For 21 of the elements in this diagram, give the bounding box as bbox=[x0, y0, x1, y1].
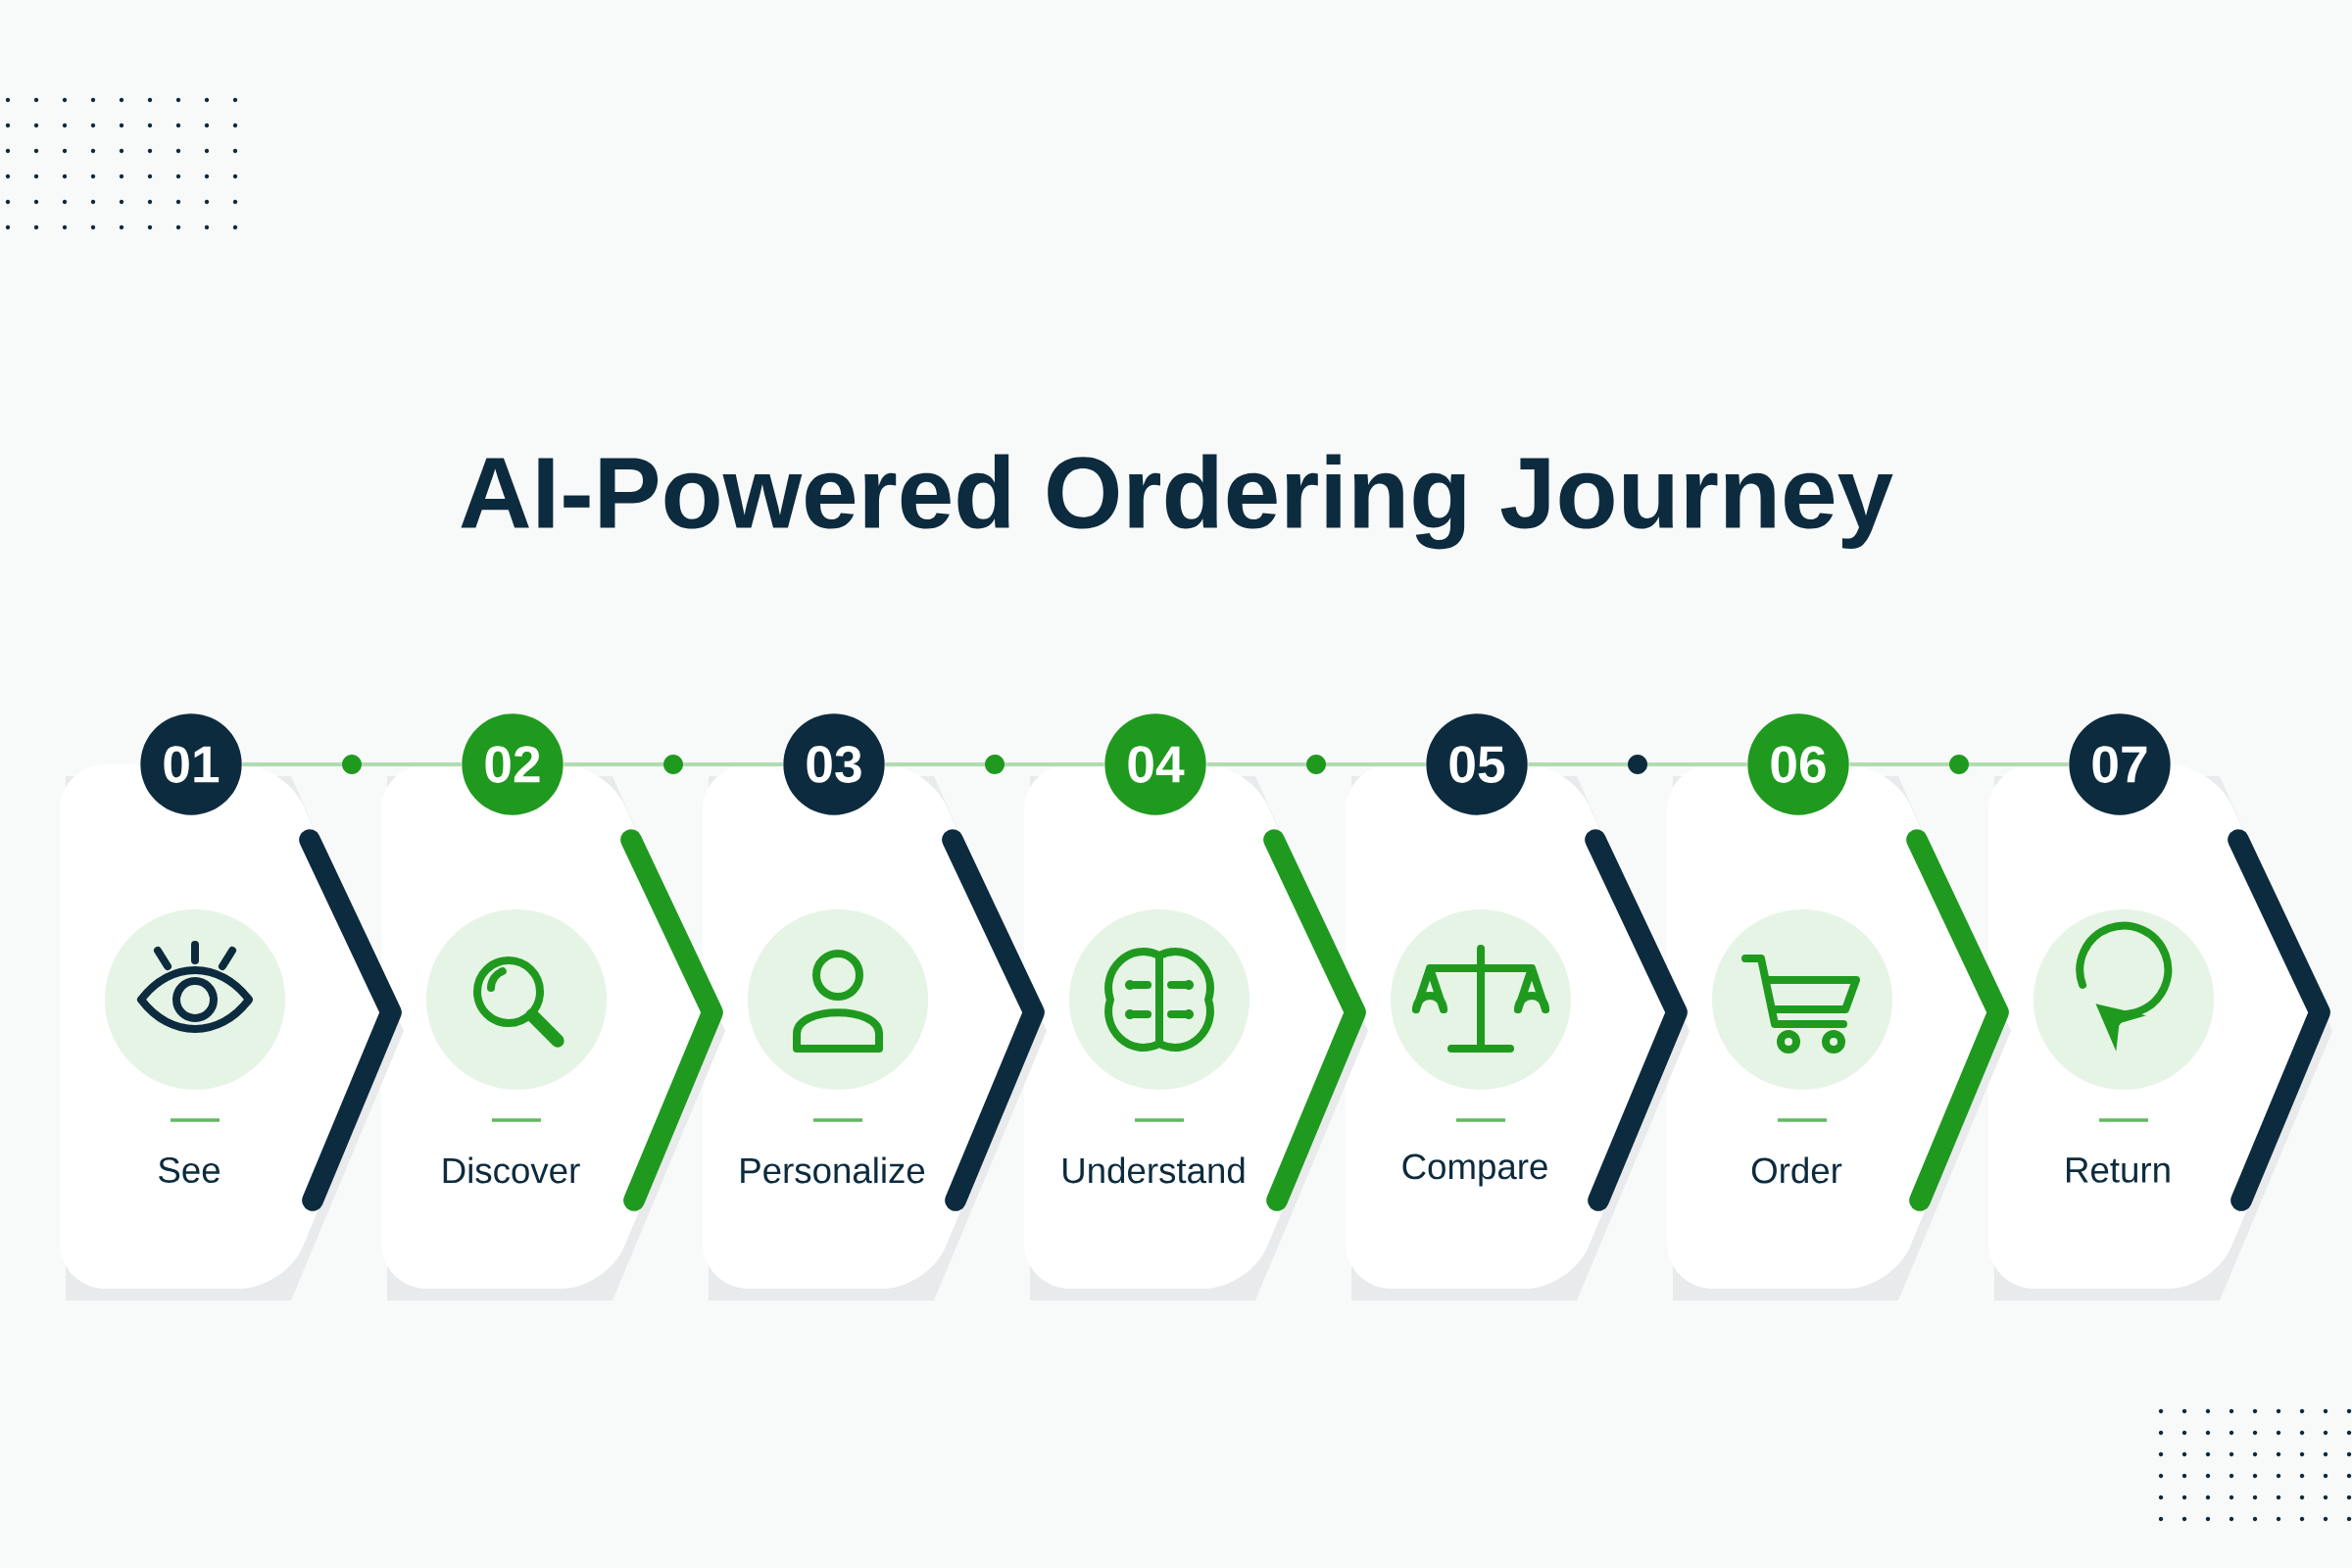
step-label: Discover bbox=[443, 1156, 580, 1184]
number-badge: 05 bbox=[1426, 713, 1528, 815]
step-label: Personalize bbox=[741, 1156, 925, 1184]
timeline-connector bbox=[242, 762, 462, 766]
number-badge: 02 bbox=[462, 713, 564, 815]
number-badge: 04 bbox=[1104, 713, 1206, 815]
step-label: Return bbox=[2067, 1157, 2170, 1183]
step-label: Order bbox=[1751, 1156, 1842, 1184]
number-badge: 01 bbox=[140, 713, 242, 815]
number-badge: 06 bbox=[1747, 713, 1849, 815]
timeline-connector bbox=[1849, 762, 2069, 766]
timeline-connector bbox=[1528, 762, 1747, 766]
step-label: Compare bbox=[1402, 1153, 1547, 1187]
step-label: See bbox=[159, 1157, 220, 1183]
step-label: Understand bbox=[1063, 1156, 1245, 1184]
number-badge: 03 bbox=[783, 713, 885, 815]
timeline-connector bbox=[885, 762, 1104, 766]
timeline-connector bbox=[1206, 762, 1426, 766]
timeline-connector bbox=[564, 762, 783, 766]
number-badge: 07 bbox=[2069, 713, 2171, 815]
title: AI-Powered Ordering Journey bbox=[461, 454, 1893, 550]
